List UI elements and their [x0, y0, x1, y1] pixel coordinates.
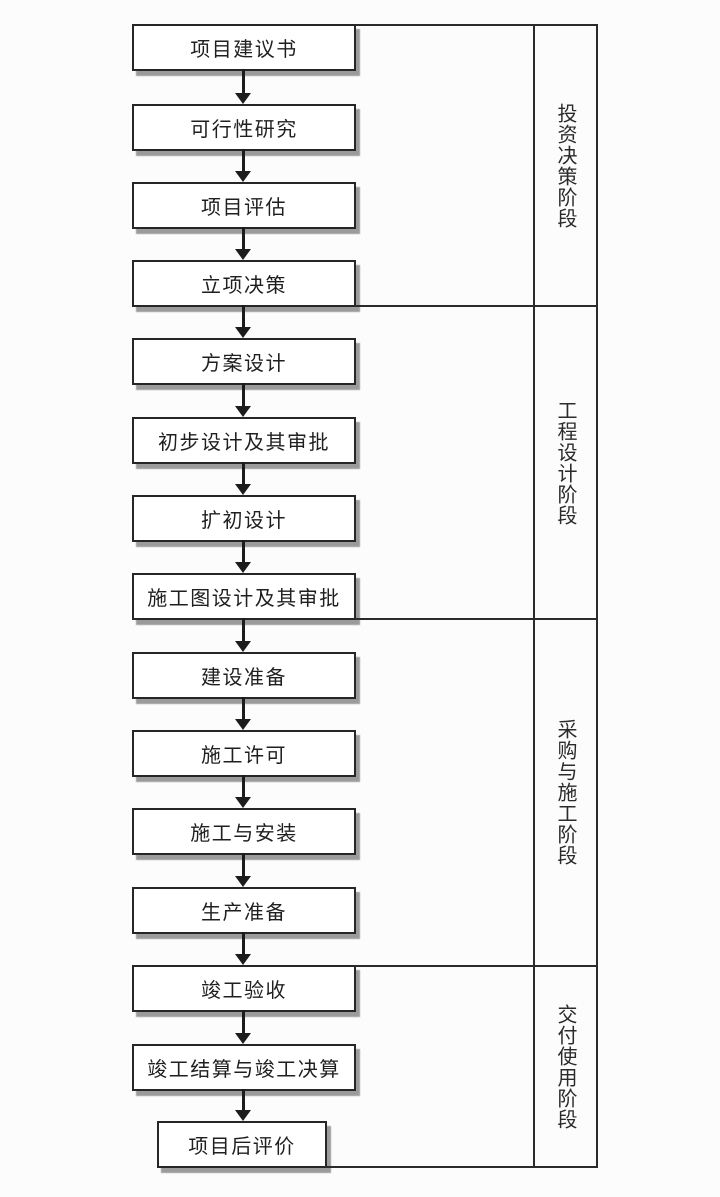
phase-label: 投资决策阶段: [554, 102, 576, 229]
phase-divider-2: [355, 618, 598, 620]
phase-procurement-construction: 采购与施工阶段: [535, 620, 596, 965]
step-construction-preparation: 建设准备: [132, 652, 356, 699]
phase-label: 交付使用阶段: [554, 1003, 576, 1130]
step-completion-acceptance: 竣工验收: [132, 965, 356, 1012]
step-construction-permit: 施工许可: [132, 730, 356, 777]
down-arrow-icon: [235, 853, 251, 887]
down-arrow-icon: [235, 540, 251, 573]
step-project-proposal: 项目建议书: [132, 24, 356, 71]
down-arrow-icon: [235, 149, 251, 182]
down-arrow-icon: [235, 697, 251, 730]
phase-delivery-use: 交付使用阶段: [535, 967, 596, 1166]
step-label: 项目评估: [201, 197, 287, 219]
step-label: 生产准备: [201, 902, 287, 924]
step-label: 施工与安装: [190, 823, 298, 845]
step-label: 项目后评价: [188, 1136, 296, 1158]
phase-divider-3: [355, 965, 598, 967]
down-arrow-icon: [235, 618, 251, 652]
step-label: 扩初设计: [201, 510, 287, 532]
step-feasibility-study: 可行性研究: [132, 104, 356, 151]
step-label: 项目建议书: [190, 39, 298, 61]
down-arrow-icon: [235, 305, 251, 338]
step-label: 方案设计: [201, 353, 287, 375]
phase-divider-top: [355, 24, 598, 26]
step-label: 施工图设计及其审批: [147, 588, 341, 610]
phase-divider-bottom: [325, 1166, 598, 1168]
phase-label: 工程设计阶段: [554, 399, 576, 526]
down-arrow-icon: [235, 1089, 251, 1121]
step-label: 可行性研究: [190, 119, 298, 141]
step-construction-and-installation: 施工与安装: [132, 808, 356, 855]
down-arrow-icon: [235, 775, 251, 808]
down-arrow-icon: [235, 462, 251, 495]
step-label: 竣工验收: [201, 980, 287, 1002]
phase-divider-1: [355, 305, 598, 307]
step-label: 初步设计及其审批: [158, 432, 330, 454]
step-label: 竣工结算与竣工决算: [147, 1059, 341, 1081]
step-label: 建设准备: [201, 667, 287, 689]
step-construction-drawing-approval: 施工图设计及其审批: [132, 573, 356, 620]
phase-label: 采购与施工阶段: [554, 719, 576, 866]
down-arrow-icon: [235, 69, 251, 104]
down-arrow-icon: [235, 227, 251, 260]
down-arrow-icon: [235, 932, 251, 965]
step-scheme-design: 方案设计: [132, 338, 356, 385]
step-project-approval-decision: 立项决策: [132, 260, 356, 307]
phase-bracket-left-line: [533, 24, 535, 1168]
step-production-preparation: 生产准备: [132, 887, 356, 934]
step-post-project-evaluation: 项目后评价: [157, 1121, 327, 1168]
step-label: 施工许可: [201, 745, 287, 767]
step-project-evaluation: 项目评估: [132, 182, 356, 229]
phase-engineering-design: 工程设计阶段: [535, 307, 596, 618]
phase-investment-decision: 投资决策阶段: [535, 26, 596, 305]
step-completion-settlement-accounts: 竣工结算与竣工决算: [132, 1044, 356, 1091]
step-extended-preliminary-design: 扩初设计: [132, 495, 356, 542]
down-arrow-icon: [235, 383, 251, 417]
step-label: 立项决策: [201, 275, 287, 297]
step-preliminary-design-approval: 初步设计及其审批: [132, 417, 356, 464]
phase-bracket-right-line: [596, 24, 598, 1168]
down-arrow-icon: [235, 1010, 251, 1044]
